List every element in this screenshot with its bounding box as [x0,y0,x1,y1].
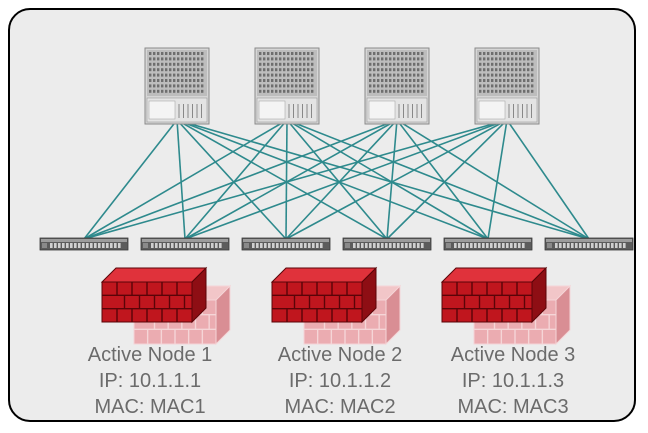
link-spine2-leaf4 [286,119,388,240]
fabric-links [83,119,590,240]
chassis-switch-icon [474,47,540,125]
node-ip: IP: 10.1.1.2 [288,370,392,392]
leaf-switch-icon [544,237,634,251]
node-mac: MAC: MAC2 [284,396,396,418]
link-spine3-leaf2 [184,119,398,240]
node-ip: IP: 10.1.1.1 [98,370,202,392]
node-mac: MAC: MAC3 [457,396,569,418]
link-spine3-leaf4 [386,119,398,240]
node-name: Active Node 3 [450,344,576,366]
primary-firewall-wall [270,266,378,324]
link-spine1-leaf3 [176,119,287,240]
link-spine1-leaf5 [176,119,489,240]
link-spine4-leaf6 [506,119,590,240]
network-diagram [39,47,634,346]
leaf-switch-icon [140,237,230,251]
node-name: Active Node 2 [277,344,403,366]
link-spine2-leaf3 [285,119,288,240]
diagram-frame: Active Node 1 IP: 10.1.1.1 MAC: MAC1 Act… [8,8,636,422]
link-spine1-leaf1 [83,119,178,240]
link-spine1-leaf4 [176,119,388,240]
link-spine4-leaf3 [285,119,508,240]
node-ip: IP: 10.1.1.3 [461,370,565,392]
chassis-switch-icon [144,47,210,125]
primary-firewall-wall [440,266,548,324]
link-spine3-leaf3 [285,119,398,240]
link-spine4-leaf1 [83,119,508,240]
chassis-switch-icon [364,47,430,125]
link-spine2-leaf5 [286,119,489,240]
leaf-switch-icon [443,237,533,251]
link-spine1-leaf2 [176,119,186,240]
link-spine2-leaf6 [286,119,590,240]
leaf-switch-icon [241,237,331,251]
leaf-switch-icon [342,237,432,251]
node-label-3: Active Node 3 IP: 10.1.1.3 MAC: MAC3 [418,342,608,420]
primary-firewall-wall [100,266,208,324]
node-label-1: Active Node 1 IP: 10.1.1.1 MAC: MAC1 [55,342,245,420]
link-spine3-leaf1 [83,119,398,240]
link-spine4-leaf2 [184,119,508,240]
link-spine2-leaf2 [184,119,288,240]
node-name: Active Node 1 [87,344,213,366]
chassis-switch-icon [254,47,320,125]
link-spine2-leaf1 [83,119,288,240]
node-label-2: Active Node 2 IP: 10.1.1.2 MAC: MAC2 [245,342,435,420]
link-spine4-leaf4 [386,119,508,240]
leaf-switch-icon [39,237,129,251]
link-spine4-leaf5 [487,119,508,240]
node-mac: MAC: MAC1 [94,396,206,418]
link-spine3-leaf5 [396,119,489,240]
link-spine3-leaf6 [396,119,590,240]
link-spine1-leaf6 [176,119,590,240]
